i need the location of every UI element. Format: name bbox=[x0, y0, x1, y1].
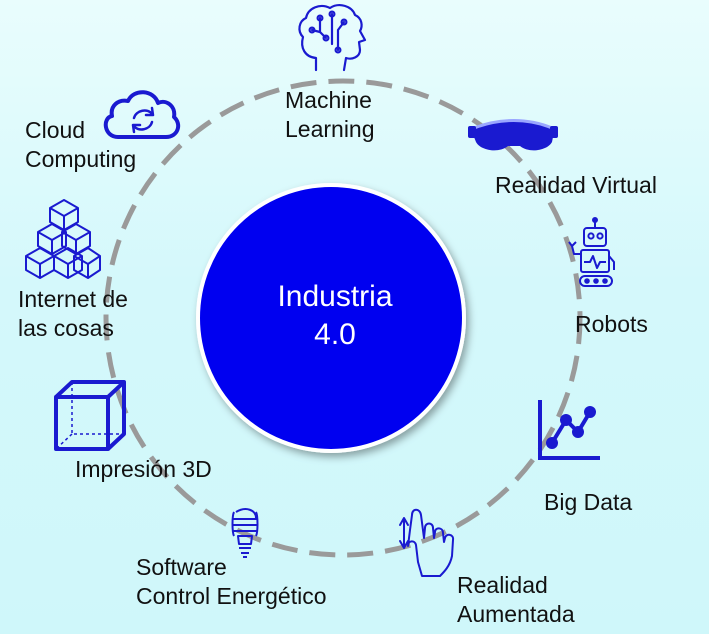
node-label-robots: Robots bbox=[575, 310, 648, 339]
node-label-line1: Internet de bbox=[18, 286, 128, 312]
node-label-realidad-aumentada: Realidad Aumentada bbox=[457, 571, 575, 629]
node-label-line1: Software bbox=[136, 554, 227, 580]
hub-label: Industria 4.0 bbox=[210, 278, 460, 354]
node-label-realidad-virtual: Realidad Virtual bbox=[495, 171, 657, 200]
node-label-internet-de-las-cosas: Internet de las cosas bbox=[18, 285, 128, 343]
node-label-line1: Realidad Virtual bbox=[495, 172, 657, 198]
node-label-software-control-energetico: Software Control Energético bbox=[136, 553, 327, 611]
cloud-sync-icon bbox=[103, 90, 181, 139]
hub-label-line1: Industria bbox=[277, 280, 393, 313]
node-label-impresion-3d: Impresión 3D bbox=[75, 455, 212, 484]
node-label-cloud-computing: Cloud Computing bbox=[25, 116, 136, 174]
robot-icon bbox=[568, 217, 615, 287]
connected-boxes-icon bbox=[25, 199, 101, 279]
touch-gesture-icon bbox=[399, 508, 455, 577]
3d-cube-icon bbox=[54, 380, 126, 451]
node-label-machine-learning: Machine Learning bbox=[285, 86, 375, 144]
node-label-line2: Control Energético bbox=[136, 583, 327, 609]
lightbulb-icon bbox=[231, 508, 259, 558]
node-label-line1: Big Data bbox=[544, 489, 633, 515]
node-label-line1: Impresión 3D bbox=[75, 456, 212, 482]
node-label-line2: Computing bbox=[25, 146, 137, 172]
hub-circle bbox=[196, 183, 466, 453]
node-label-line2: Aumentada bbox=[457, 601, 575, 627]
brain-circuit-icon bbox=[298, 4, 367, 72]
node-label-line1: Robots bbox=[575, 311, 648, 337]
node-label-line2: las cosas bbox=[18, 315, 114, 341]
vr-headset-icon bbox=[468, 119, 558, 151]
node-label-line1: Machine bbox=[285, 87, 372, 113]
node-label-line2: Learning bbox=[285, 116, 375, 142]
node-label-big-data: Big Data bbox=[544, 488, 632, 517]
node-label-line1: Realidad bbox=[457, 572, 548, 598]
dashed-ring bbox=[103, 78, 583, 558]
hub-label-line2: 4.0 bbox=[314, 318, 356, 351]
line-chart-icon bbox=[538, 400, 600, 460]
node-label-line1: Cloud bbox=[25, 117, 86, 143]
